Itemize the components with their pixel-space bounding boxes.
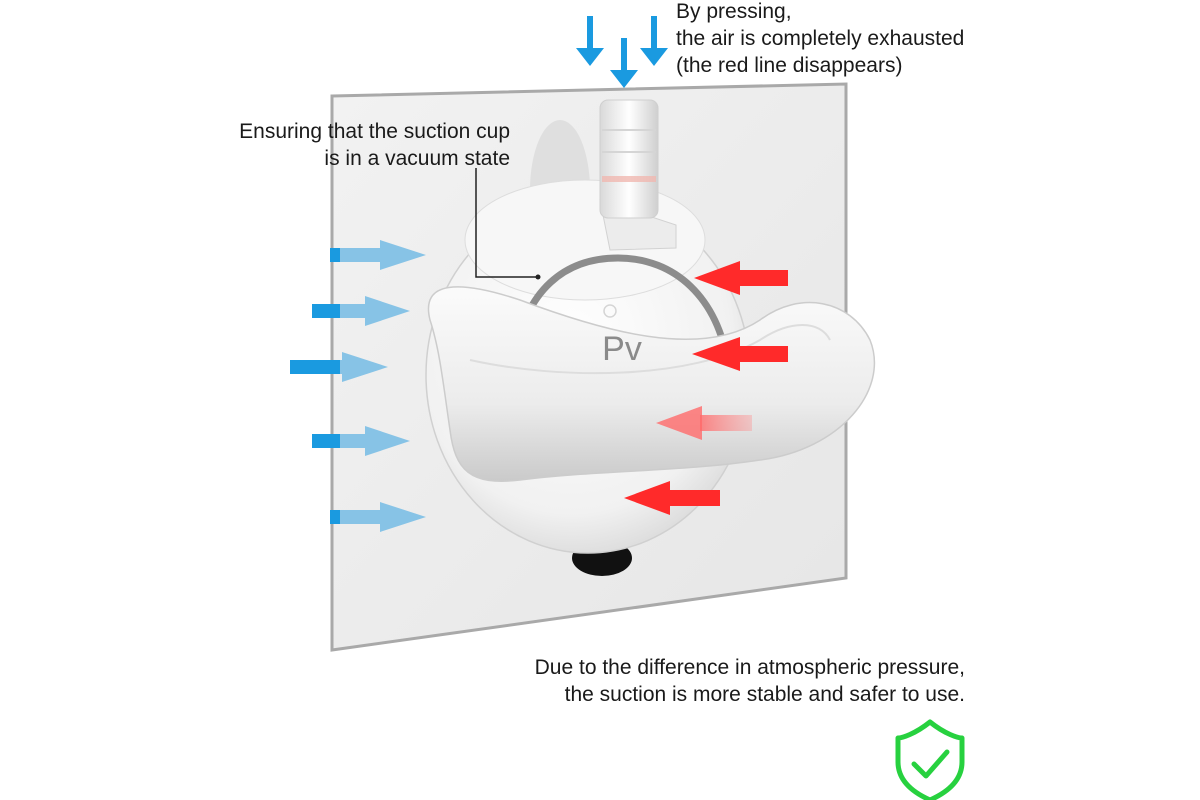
atmospheric-arrow bbox=[330, 240, 426, 270]
pressure-arrow bbox=[656, 406, 752, 440]
vacuum-annotation: Ensuring that the suction cup is in a va… bbox=[160, 118, 510, 172]
press-annotation-line: (the red line disappears) bbox=[676, 54, 903, 77]
press-arrow-down bbox=[640, 16, 668, 66]
pressure-arrow bbox=[694, 261, 788, 295]
indicator-red-line bbox=[602, 176, 656, 182]
atmospheric-arrows bbox=[290, 240, 426, 532]
atmospheric-arrow bbox=[312, 426, 410, 456]
shield-check-icon bbox=[895, 719, 965, 800]
press-arrow-down bbox=[610, 38, 638, 88]
press-pin bbox=[599, 99, 677, 251]
pressure-arrow bbox=[692, 337, 788, 371]
vacuum-annotation-line: is in a vacuum state bbox=[324, 147, 510, 170]
pressure-annotation-line: Due to the difference in atmospheric pre… bbox=[534, 656, 965, 679]
press-arrows bbox=[576, 16, 668, 88]
vacuum-pressure-label: Pv bbox=[602, 330, 642, 368]
leader-dot bbox=[535, 274, 541, 280]
press-annotation-line: the air is completely exhausted bbox=[676, 27, 965, 50]
press-annotation-line: By pressing, bbox=[676, 0, 792, 23]
press-annotation: By pressing, the air is completely exhau… bbox=[676, 0, 964, 79]
pressure-arrow bbox=[624, 481, 720, 515]
leader-line bbox=[475, 168, 538, 278]
pin-hole bbox=[603, 304, 617, 318]
pressure-annotation: Due to the difference in atmospheric pre… bbox=[380, 654, 965, 708]
atmospheric-arrow bbox=[330, 502, 426, 532]
atmospheric-arrow bbox=[312, 296, 410, 326]
atmospheric-arrow bbox=[290, 352, 388, 382]
internal-pressure-arrows bbox=[624, 261, 788, 515]
vacuum-annotation-line: Ensuring that the suction cup bbox=[239, 120, 510, 143]
pressure-annotation-line: the suction is more stable and safer to … bbox=[564, 683, 965, 706]
press-arrow-down bbox=[576, 16, 604, 66]
